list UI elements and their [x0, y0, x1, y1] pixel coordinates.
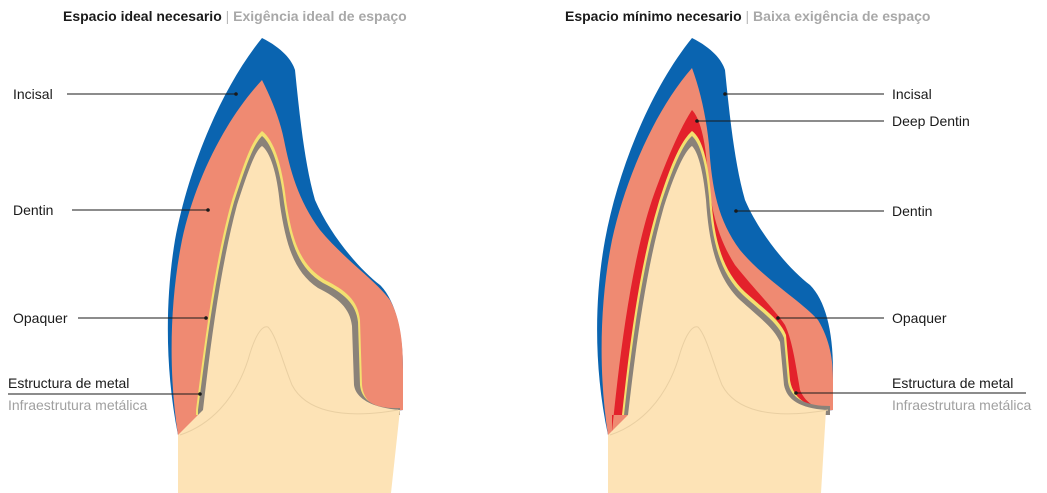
right-title-main: Espacio mínimo necesario: [565, 8, 742, 24]
dot-left-dentin: [206, 208, 210, 212]
left-label-opaquer: Opaquer: [13, 310, 68, 326]
left-abutment: [178, 146, 400, 493]
right-label-incisal: Incisal: [892, 86, 932, 102]
left-abutment-margin: [179, 326, 399, 436]
right-label-dentin: Dentin: [892, 203, 933, 219]
dot-right-deep-dentin: [695, 119, 699, 123]
dot-right-dentin: [734, 209, 738, 213]
right-label-deep-dentin: Deep Dentin: [892, 113, 970, 129]
dot-right-incisal: [723, 92, 727, 96]
right-abutment-margin: [609, 326, 829, 436]
right-leader-lines: [697, 93, 1026, 394]
left-label-metal-es: Estructura de metal: [8, 375, 130, 391]
left-label-metal-pt: Infraestrutura metálica: [8, 397, 148, 413]
right-label-opaquer: Opaquer: [892, 310, 947, 326]
right-label-metal-pt: Infraestrutura metálica: [892, 397, 1032, 413]
left-label-incisal: Incisal: [13, 86, 53, 102]
dot-right-metal: [794, 391, 798, 395]
right-leader-dots: [695, 92, 798, 395]
left-title-main: Espacio ideal necesario: [63, 8, 222, 24]
left-panel-title: Espacio ideal necesario | Exigência idea…: [63, 8, 407, 24]
left-tooth: [167, 38, 403, 493]
right-panel-title: Espacio mínimo necesario | Baixa exigênc…: [565, 8, 930, 24]
dot-left-incisal: [234, 92, 238, 96]
right-tooth: [597, 38, 833, 493]
left-title-separator: |: [225, 8, 230, 24]
right-abutment: [608, 146, 826, 493]
right-title-sub: Baixa exigência de espaço: [753, 8, 931, 24]
left-label-dentin: Dentin: [13, 202, 54, 218]
dot-left-opaquer: [204, 316, 208, 320]
left-title-sub: Exigência ideal de espaço: [233, 8, 407, 24]
dot-left-metal: [198, 392, 202, 396]
dot-right-opaquer: [776, 316, 780, 320]
left-leader-dots: [198, 92, 238, 396]
right-label-metal-es: Estructura de metal: [892, 375, 1014, 391]
right-title-separator: |: [745, 8, 750, 24]
left-leader-lines: [8, 93, 236, 395]
